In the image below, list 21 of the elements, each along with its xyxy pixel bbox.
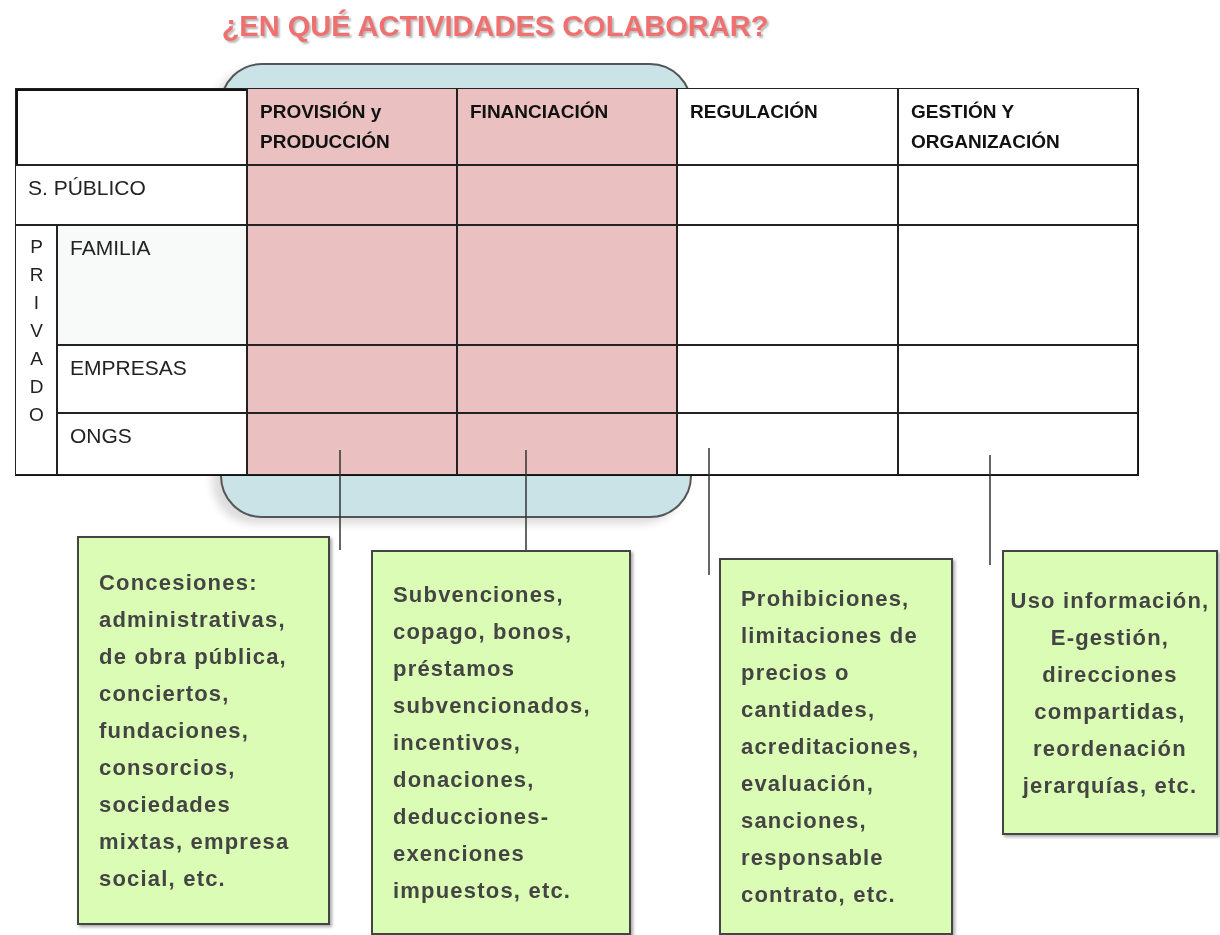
- column-header: FINANCIACIÓN: [457, 88, 677, 165]
- row-header: ONGS: [57, 413, 247, 475]
- note-box: [719, 558, 953, 935]
- row-header: FAMILIA: [57, 225, 247, 345]
- row-header: EMPRESAS: [57, 345, 247, 413]
- leader-line: [708, 447, 710, 576]
- note-text: Concesiones: administrativas, de obra pública, conciertos, fundaciones, consorcios, sociedades mixtas, empresa social, etc.: [99, 569, 291, 893]
- leader-line: [339, 449, 341, 551]
- note-box: [77, 536, 330, 925]
- note-text: Subvenciones, copago, bonos, préstamos subvencionados, incentivos, donaciones, deducciones-exenciones impuestos, etc.: [393, 581, 592, 905]
- note-box: [371, 550, 631, 935]
- row-group-header: PRIVADO: [15, 225, 57, 475]
- column-header: REGULACIÓN: [677, 88, 898, 165]
- note-text: Prohibiciones, limitaciones de precios o cantidades, acreditaciones, evaluación, sanciones, responsable contrato, etc.: [741, 585, 921, 909]
- title: ¿EN QUÉ ACTIVIDADES COLABORAR?: [220, 10, 770, 44]
- row-header: S. PÚBLICO: [15, 165, 247, 225]
- column-header: PROVISIÓN y PRODUCCIÓN: [247, 88, 457, 165]
- column-header: GESTIÓN Y ORGANIZACIÓN: [898, 88, 1138, 165]
- note-box: [1002, 550, 1218, 835]
- note-text: Uso información, E-gestión, direcciones compartidas, reordenación jerarquías, etc.: [1009, 586, 1211, 800]
- leader-line: [989, 454, 991, 566]
